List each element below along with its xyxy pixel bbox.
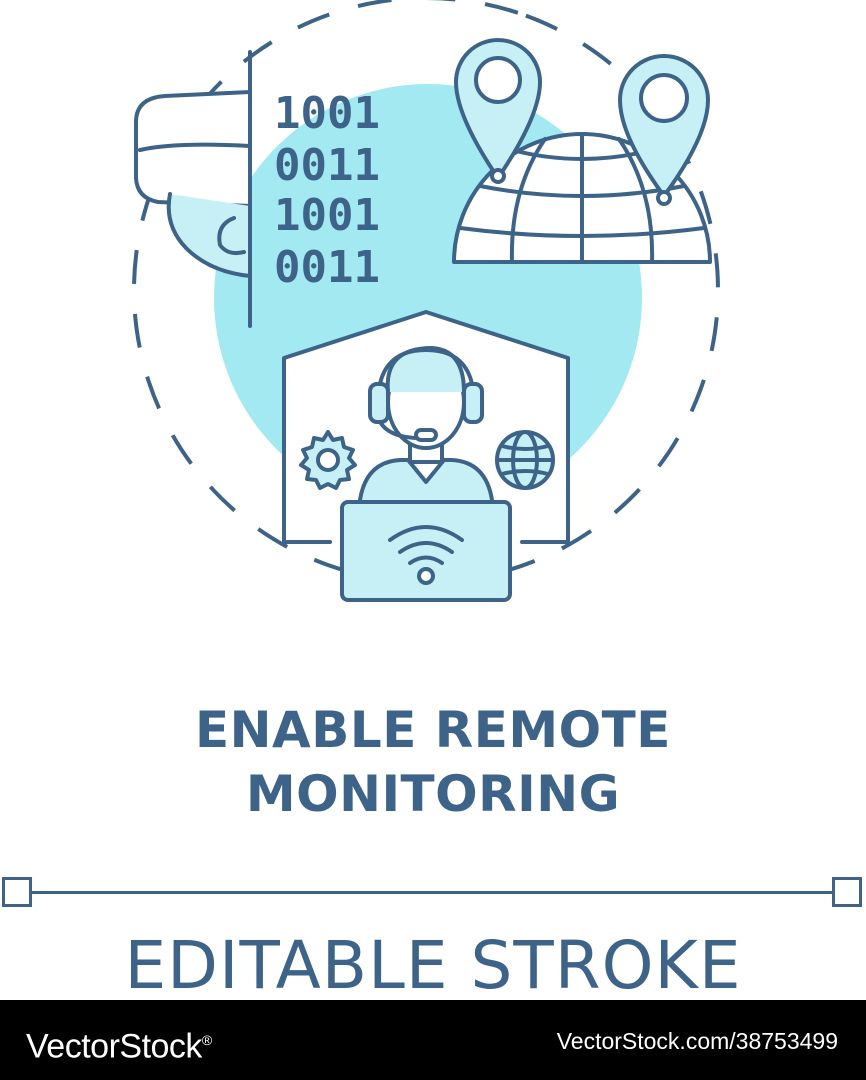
concept-title-line-1: ENABLE REMOTE [195, 701, 671, 759]
binary-row: 0011 [274, 140, 380, 191]
remote-operator-icon [282, 310, 570, 602]
brand-logo: VectorStock® [26, 1020, 212, 1066]
watermark-footer: VectorStock® VectorStock.com/38753499 [0, 1000, 866, 1080]
brand-name: VectorStock [26, 1027, 202, 1066]
security-camera-icon [134, 50, 252, 328]
globe-with-location-pins-icon [452, 38, 712, 264]
concept-illustration: 1001 0011 1001 0011 [132, 0, 720, 602]
stroke-line [32, 891, 834, 894]
editable-stroke-label: EDITABLE STROKE [124, 927, 742, 1004]
right-anchor-handle [832, 877, 862, 907]
globe-icon [495, 430, 555, 490]
left-anchor-handle [2, 877, 32, 907]
wifi-icon [388, 525, 464, 585]
editable-stroke-bar [0, 872, 866, 916]
concept-title-line-2: MONITORING [245, 765, 621, 823]
binary-code: 1001 0011 1001 0011 [274, 88, 380, 293]
image-id: VectorStock.com/38753499 [556, 1028, 838, 1054]
brand-registered-mark: ® [201, 1032, 212, 1048]
binary-row: 0011 [274, 242, 380, 293]
gear-icon [299, 430, 357, 490]
binary-row: 1001 [274, 88, 380, 139]
binary-row: 1001 [274, 190, 380, 241]
